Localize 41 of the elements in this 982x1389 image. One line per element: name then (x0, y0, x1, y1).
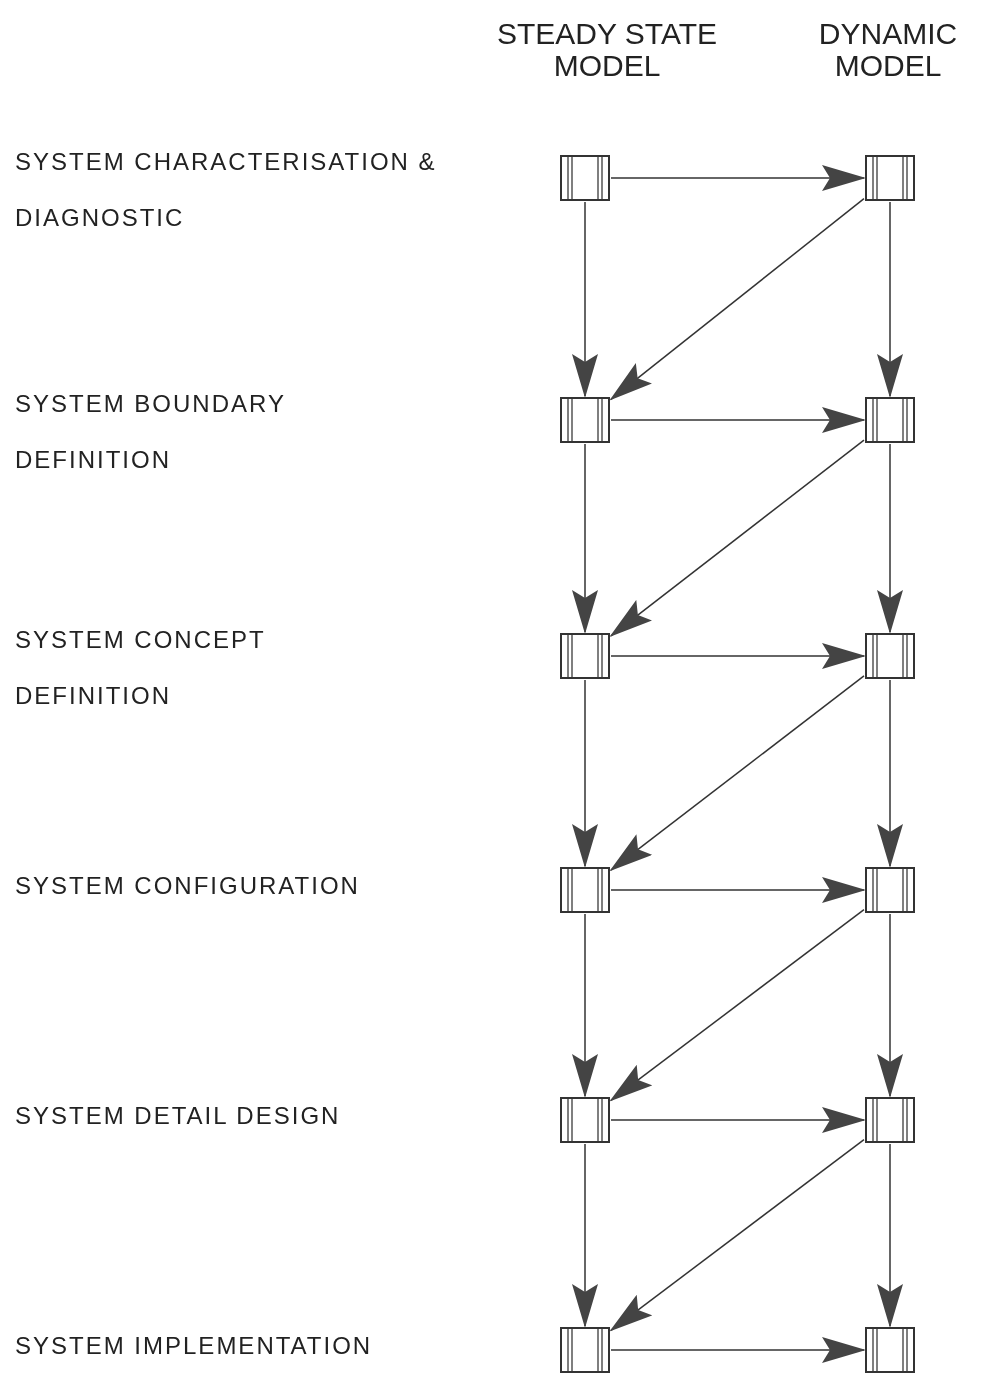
row-label: SYSTEM CHARACTERISATION & DIAGNOSTIC (15, 147, 438, 233)
process-box (865, 633, 915, 679)
arrow (609, 197, 865, 401)
arrow (609, 1138, 865, 1332)
column-header: DYNAMIC MODEL (817, 18, 959, 82)
row-label: SYSTEM IMPLEMENTATION (15, 1331, 374, 1361)
arrow (609, 439, 865, 638)
arrow (610, 643, 866, 669)
row-label: SYSTEM BOUNDARY DEFINITION (15, 389, 287, 475)
arrow (877, 201, 903, 398)
row-label: SYSTEM CONCEPT DEFINITION (15, 625, 267, 711)
process-box (560, 397, 610, 443)
arrow (610, 1107, 866, 1133)
process-box (865, 867, 915, 913)
arrow (572, 1143, 598, 1328)
arrow (877, 1143, 903, 1328)
process-box (560, 867, 610, 913)
process-box (865, 155, 915, 201)
arrow (610, 407, 866, 433)
arrow (610, 165, 866, 191)
arrow (877, 679, 903, 868)
process-box (560, 1327, 610, 1373)
arrow (610, 1337, 866, 1363)
row-label: SYSTEM CONFIGURATION (15, 871, 361, 901)
arrow (572, 443, 598, 634)
arrow (609, 908, 865, 1102)
arrow (610, 877, 866, 903)
process-box (560, 633, 610, 679)
arrow (572, 913, 598, 1098)
process-box (560, 155, 610, 201)
row-label: SYSTEM DETAIL DESIGN (15, 1101, 342, 1131)
process-box (865, 1327, 915, 1373)
process-box (865, 1097, 915, 1143)
column-header: STEADY STATE MODEL (495, 18, 719, 82)
arrow (572, 679, 598, 868)
process-box (865, 397, 915, 443)
arrow (877, 443, 903, 634)
arrow (572, 201, 598, 398)
arrow (877, 913, 903, 1098)
process-box (560, 1097, 610, 1143)
arrow (609, 675, 865, 872)
